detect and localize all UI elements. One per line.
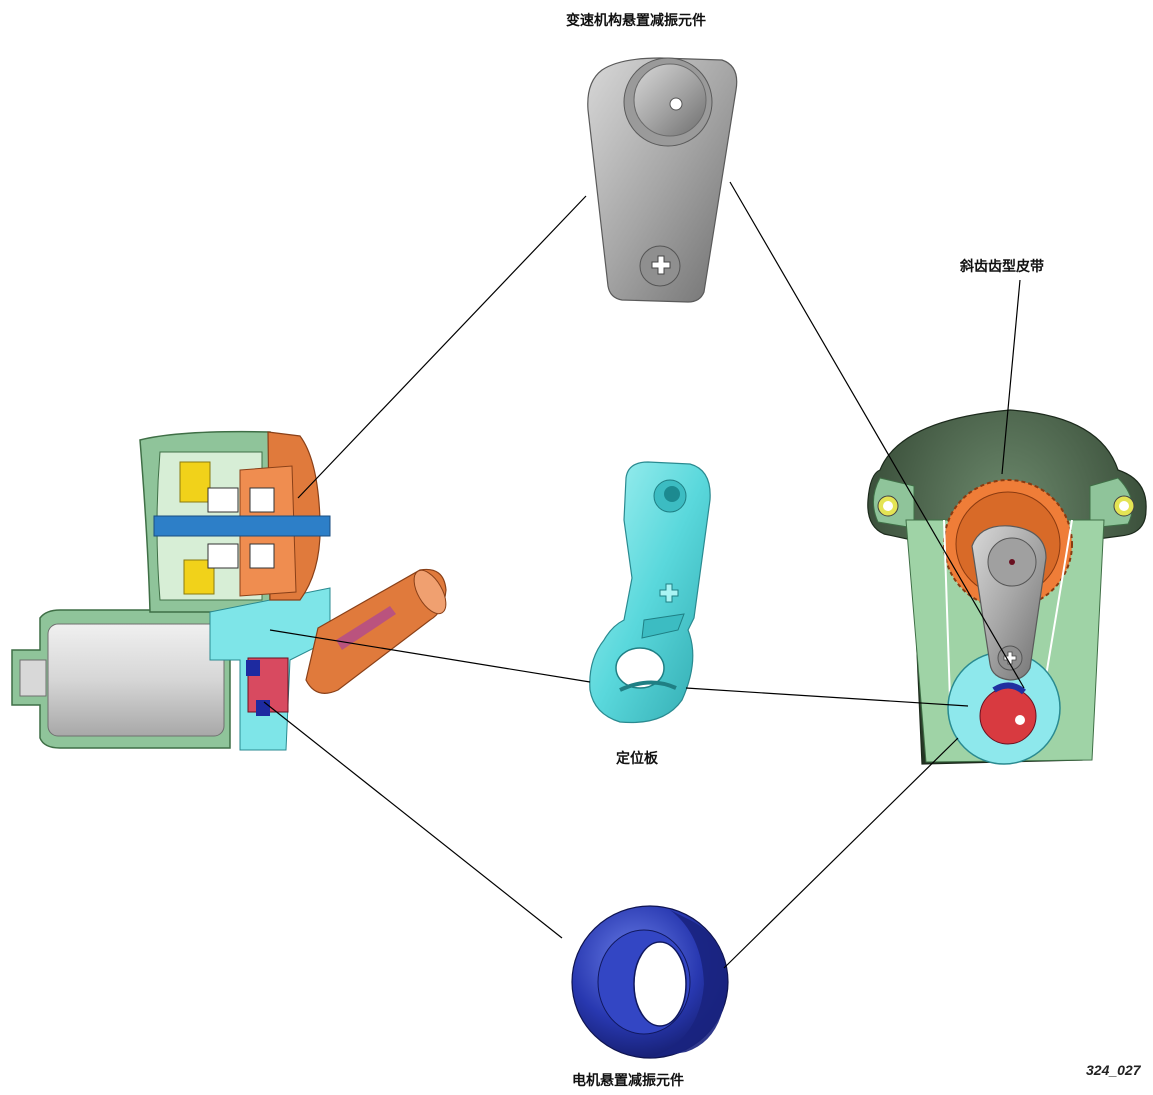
transmission-mount-damper [587, 57, 738, 303]
actuator-cutaway [11, 430, 447, 751]
leader-transmission-left [297, 195, 587, 499]
motor-mount-damper [571, 905, 729, 1059]
positioning-plate [589, 461, 711, 724]
leader-transmission-right [729, 181, 1025, 689]
label-helical-toothed-belt: 斜齿齿型皮带 [960, 259, 1044, 275]
leader-lines [263, 181, 1025, 969]
label-motor-mount-damper: 电机悬置减振元件 [572, 1073, 684, 1089]
leader-plate-right [685, 687, 969, 707]
label-transmission-mount-damper: 变速机构悬置减振元件 [566, 13, 706, 29]
actuator-assembled [867, 409, 1147, 765]
leader-motor-right [723, 737, 959, 969]
leader-plate-left [269, 629, 591, 683]
leader-motor-left [263, 701, 563, 939]
figure-number: 324_027 [1086, 1062, 1141, 1078]
leader-belt [1001, 279, 1021, 475]
label-positioning-plate: 定位板 [616, 751, 658, 767]
